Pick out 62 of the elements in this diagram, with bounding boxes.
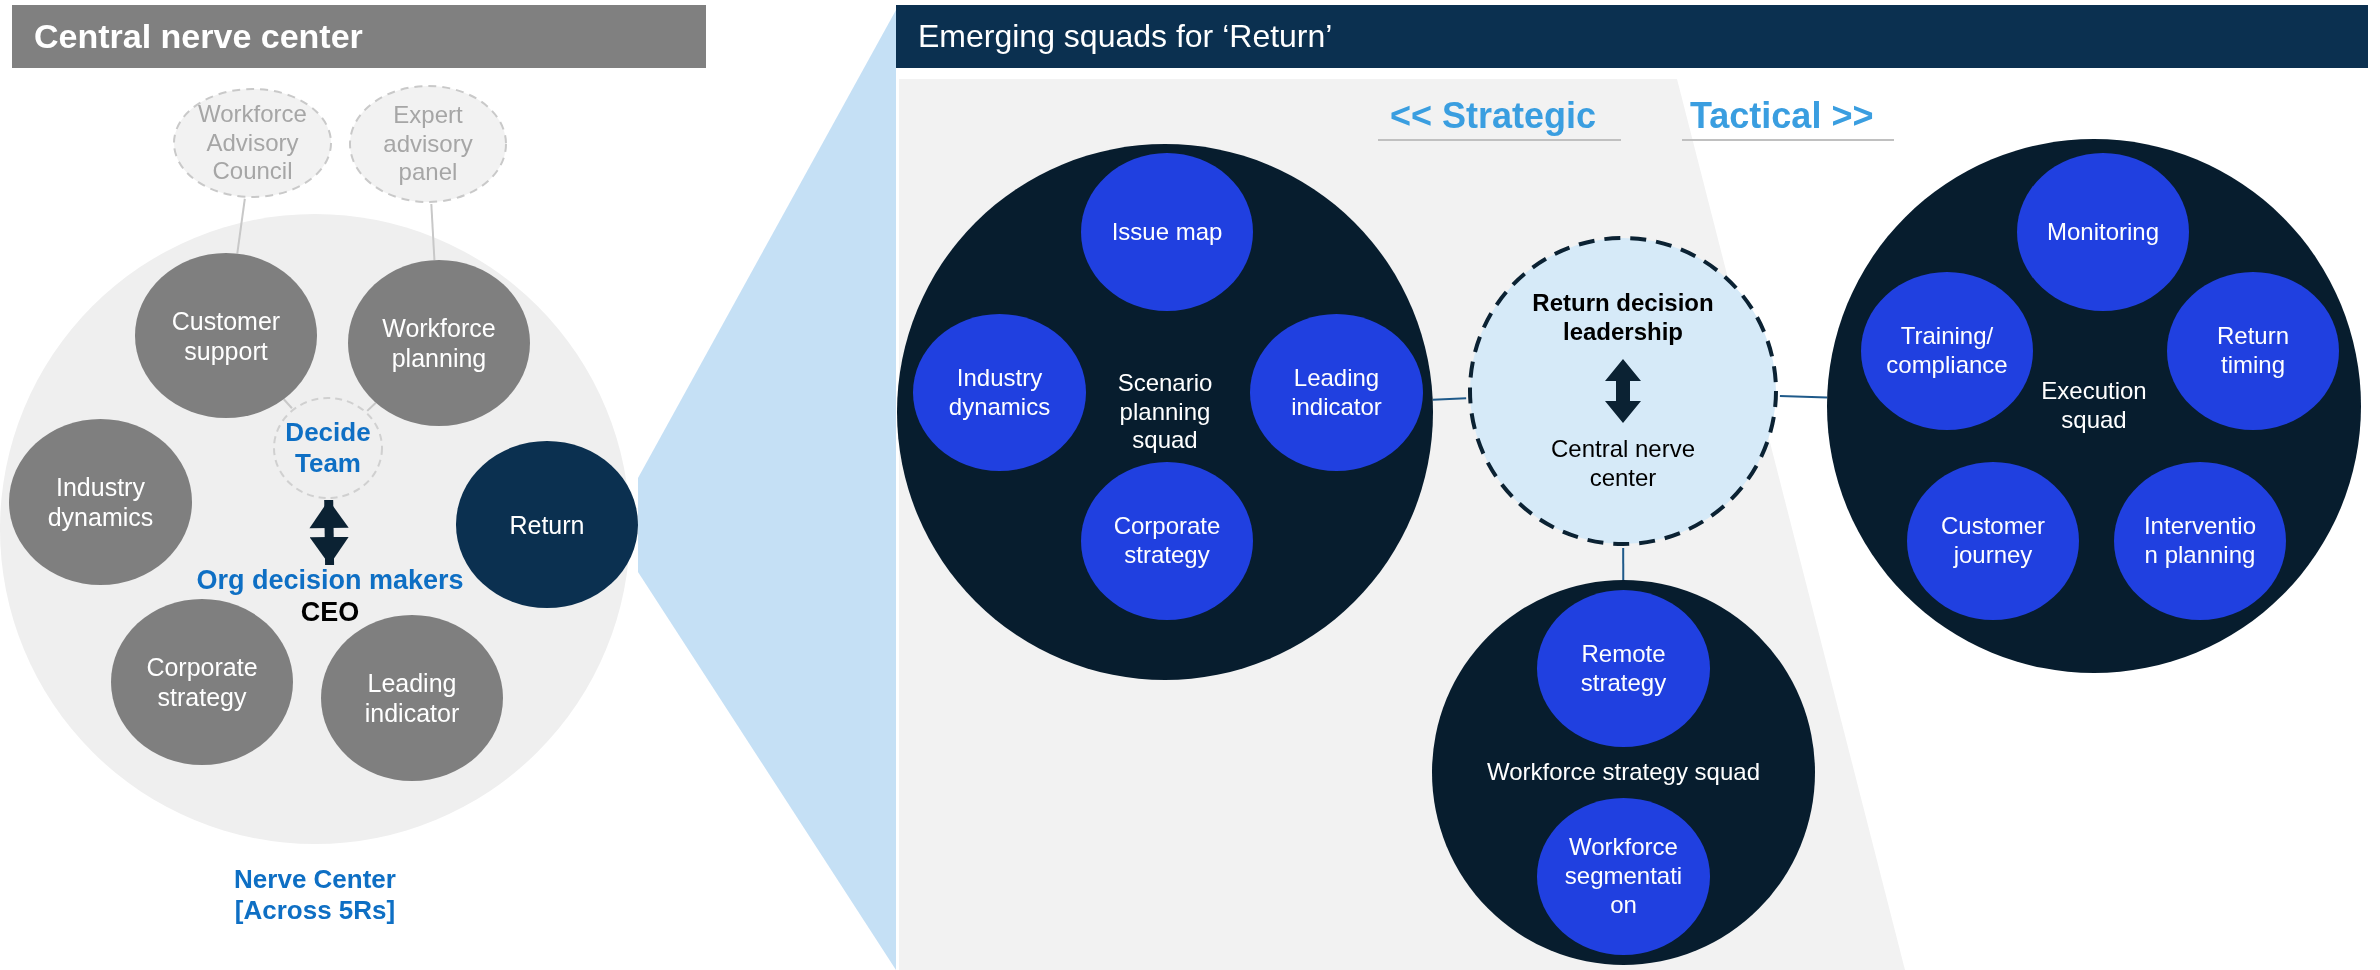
double-arrow [309,499,349,566]
zoom-wedge [638,10,896,970]
topic-circle [2167,272,2339,430]
circle-label: Workforce Advisory Council [197,99,308,187]
connector-line [282,398,293,410]
circle-label: Decide Team [284,416,372,480]
advisory-bubble [348,84,508,204]
connector-line [430,202,436,262]
circle-label: Customer support [170,305,282,366]
topic-circle [913,314,1086,471]
circle-label: Leading indicator [1290,363,1383,422]
topic-circle [1250,314,1423,471]
circle-label: Intervention planning [2142,512,2258,570]
topic-circle [2017,153,2189,311]
squad-circle [897,144,1433,680]
direction-heading: << Strategic [1390,95,1597,137]
topic-circle [1537,590,1710,747]
topic-circle [9,419,192,585]
circle-label: Expert advisory panel [382,100,474,188]
connector-line [1431,397,1468,401]
topic-circle [2114,462,2286,620]
circle-label: Customer journey [1939,512,2046,570]
connector-line [236,197,246,255]
circle-label: Industry dynamics [46,472,155,532]
squad-circle [1827,139,2361,673]
squad-label: Workforce strategy squad [1487,758,1760,787]
connector-line [366,401,377,412]
section-heading: Central nerve center [12,5,706,68]
topic-circle [1907,462,2079,620]
circle-label: Corporate strategy [1112,512,1222,570]
circle-label: Return decision leadership [1531,289,1715,347]
topic-circle [1861,272,2033,430]
circle-label: Industry dynamics [947,363,1052,422]
circle-label: Leading indicator [363,668,461,728]
topic-circle [111,599,293,765]
topic-circle [1537,798,1710,955]
circle-label: Training/ compliance [1885,322,2009,380]
circle-label: Monitoring [2046,217,2159,247]
topic-circle [135,253,317,418]
group-label: Nerve Center [Across 5Rs] [233,864,397,927]
topic-circle [1081,462,1253,620]
connector-line [1622,547,1625,581]
circle-label: Central nerve center [1549,435,1697,493]
direction-heading: Tactical >> [1690,95,1874,137]
circle-label: Remote strategy [1579,639,1668,698]
circle-label: Workforce segmentation [1563,833,1684,920]
section-heading: Emerging squads for ‘Return’ [896,5,2368,68]
circle-label: Return timing [2215,322,2290,380]
team-bubble [272,396,384,500]
circle-label: Org decision makers [196,563,464,596]
advisory-bubble [172,87,333,199]
circle-label: Workforce planning [381,313,497,373]
topic-circle [1081,153,1253,311]
squad-circle [1432,580,1815,965]
connector-line [1778,395,1829,399]
squad-label: Execution squad [2040,377,2148,435]
leadership-circle [1466,234,1780,548]
circle-label: Issue map [1111,217,1223,247]
circle-label: Corporate strategy [145,652,259,712]
circle-label: Return [509,509,585,540]
squad-label: Scenario planning squad [1116,368,1214,456]
circle-label: CEO [300,596,360,629]
